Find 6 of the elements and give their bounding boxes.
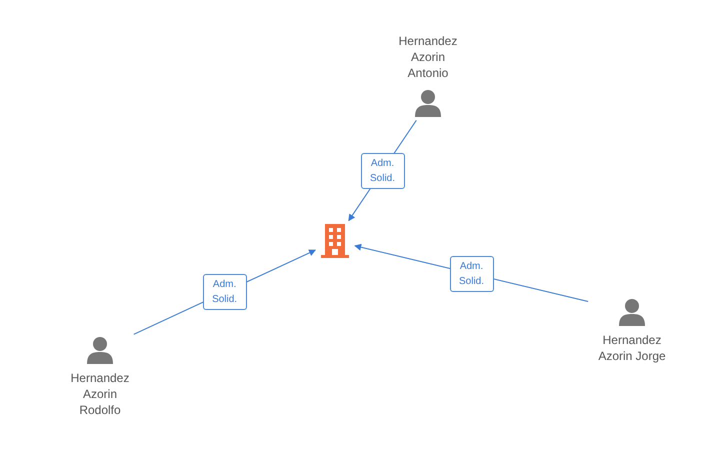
edge-label: Adm. Solid. [360, 152, 404, 188]
edge-label: Adm. Solid. [450, 256, 494, 292]
person-name: Hernandez Azorin Antonio [398, 33, 458, 81]
edge-label: Adm. Solid. [202, 274, 247, 310]
person-name: Hernandez Azorin Jorge [597, 332, 667, 364]
person-name: Hernandez Azorin Rodolfo [70, 370, 130, 418]
